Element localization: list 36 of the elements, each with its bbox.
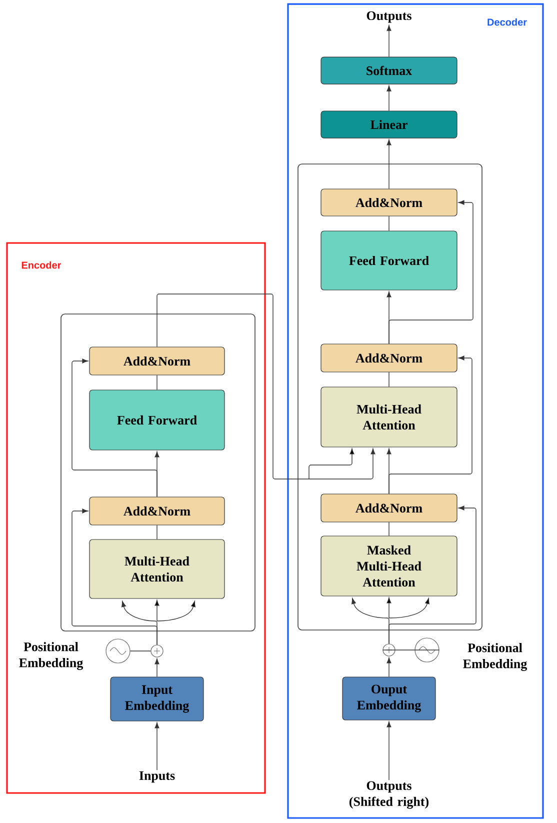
adder-circle — [150, 644, 164, 658]
process-box: Add&Norm — [89, 346, 225, 376]
process-box: Softmax — [320, 56, 458, 84]
arrow — [154, 658, 160, 678]
arrow — [386, 657, 392, 678]
text-label: Inputs — [139, 771, 175, 783]
process-box: Input Embedding — [110, 676, 204, 722]
process-box: Multi-Head Attention — [320, 386, 458, 448]
process-box: Add&Norm — [320, 344, 458, 372]
process-box: Multi-Head Attention — [89, 539, 225, 599]
side-caption: Positional Embedding — [463, 643, 527, 671]
layer-frame — [60, 314, 256, 632]
arrow — [388, 200, 474, 344]
arrow — [386, 85, 392, 112]
arrow — [154, 722, 160, 770]
arrow — [388, 506, 476, 644]
text-label: Outputs — [366, 11, 412, 23]
arrow — [388, 356, 472, 494]
process-box: Add&Norm — [320, 494, 458, 522]
process-box: Feed Forward — [320, 230, 458, 290]
process-box: Linear — [320, 110, 458, 138]
arrow — [386, 721, 392, 780]
text-label: Outputs (Shifted right) — [349, 781, 428, 809]
arrow — [386, 25, 392, 58]
arrow — [72, 358, 158, 498]
process-box: Feed Forward — [89, 390, 225, 450]
process-box: Ouput Embedding — [342, 676, 436, 720]
arrow — [156, 294, 376, 480]
arrow — [72, 508, 158, 646]
layer-frame — [298, 164, 482, 630]
process-box: Masked Multi-Head Attention — [320, 536, 458, 596]
arrow — [386, 139, 392, 190]
adder-circle — [382, 644, 396, 656]
process-box: Add&Norm — [89, 496, 225, 526]
side-caption: Positional Embedding — [19, 642, 83, 670]
process-box: Add&Norm — [320, 188, 458, 216]
